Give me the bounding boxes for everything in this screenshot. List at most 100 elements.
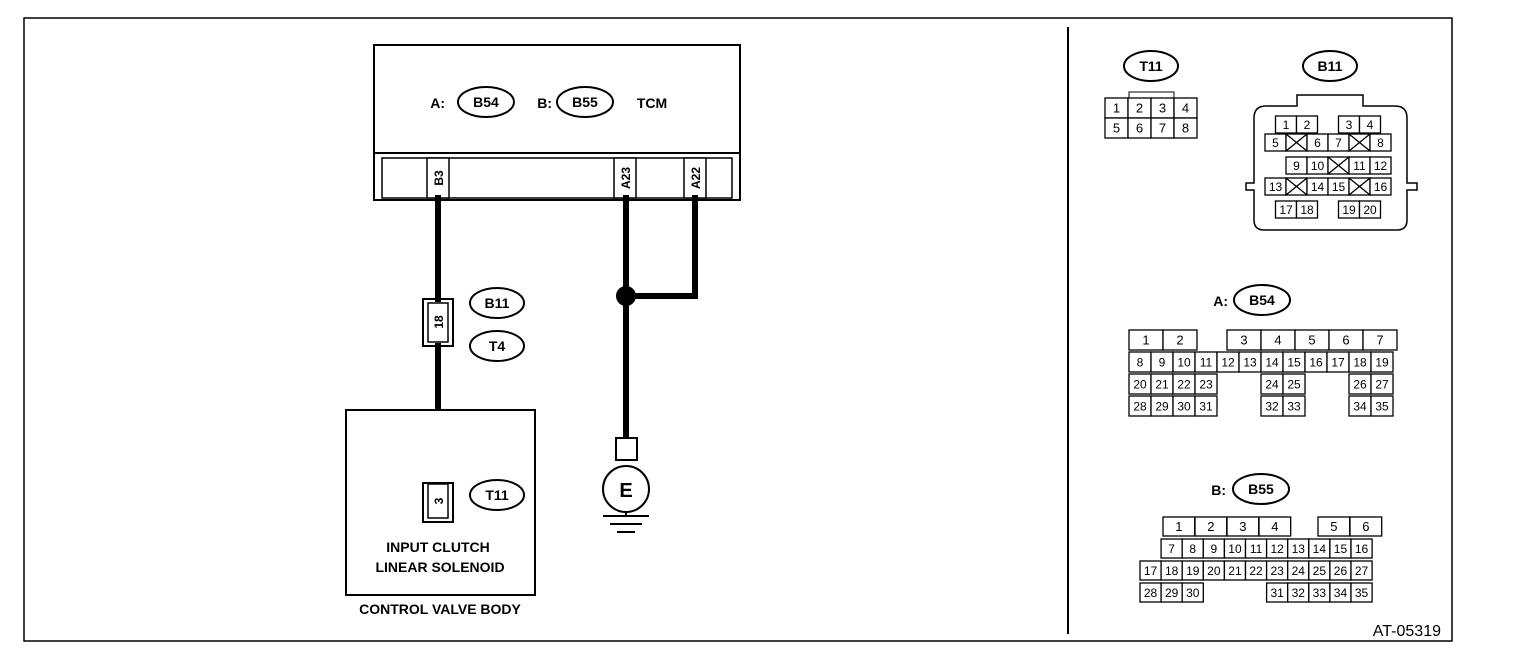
solenoid-pin-label: 3 [432, 497, 446, 504]
figure-id: AT-05319 [1373, 623, 1441, 640]
tcm-pin-a23-label: A23 [619, 167, 633, 189]
solenoid-label-line2: LINEAR SOLENOID [375, 559, 504, 575]
b55-pin-1-label: 1 [1175, 519, 1182, 534]
b55-pin-21-label: 21 [1228, 564, 1242, 578]
b11-pin-10-label: 10 [1311, 159, 1325, 173]
b54-title-label: B54 [1249, 292, 1275, 308]
b55-pin-8-label: 8 [1189, 542, 1196, 556]
tcm-label: TCM [637, 95, 667, 111]
b54-pin-20-label: 20 [1133, 377, 1147, 391]
b11-pin-20-cell [1358, 200, 1382, 219]
b55-pin-31-label: 31 [1270, 586, 1284, 600]
t11-pin-2-label: 2 [1136, 101, 1143, 116]
tcm-connector-b-oval [556, 86, 614, 118]
b55-pin-23-label: 23 [1270, 564, 1284, 578]
b11-pin-16-label: 16 [1374, 180, 1388, 194]
b11-title-oval [1302, 50, 1358, 82]
b55-pin-7-label: 7 [1168, 542, 1175, 556]
solenoid-connector-oval [469, 479, 525, 511]
b11-pin-4-cell [1358, 115, 1382, 134]
b11-pin-11-label: 11 [1353, 159, 1366, 173]
joint-connector: 18 B11 T4 [422, 287, 525, 362]
splice-node [616, 286, 636, 306]
b54-pin-7-label: 7 [1376, 333, 1383, 348]
b54-pin-35-cell [1370, 395, 1394, 417]
b54-pin-5-label: 5 [1308, 333, 1315, 348]
b54-pin-14-label: 14 [1265, 355, 1279, 369]
b11-pin-17-label: 17 [1279, 203, 1293, 217]
b54-pin-15-label: 15 [1287, 355, 1301, 369]
b54-pin-10-label: 10 [1177, 355, 1191, 369]
b55-pin-32-label: 32 [1292, 586, 1306, 600]
b55-pin-26-label: 26 [1334, 564, 1348, 578]
b54-prefix: A: [1213, 293, 1228, 309]
b11-pin-12-cell [1369, 156, 1392, 175]
b55-pin-30-cell [1181, 582, 1204, 603]
b55-pin-4-label: 4 [1271, 519, 1278, 534]
b54-pin-17-label: 17 [1331, 355, 1345, 369]
b11-title-label: B11 [1318, 58, 1343, 74]
b54-pin-35-label: 35 [1375, 399, 1389, 413]
b54-pin-30-label: 30 [1177, 399, 1191, 413]
b55-pin-19-label: 19 [1186, 564, 1200, 578]
solenoid-connector-label: T11 [485, 487, 509, 503]
b55-pin-34-label: 34 [1334, 586, 1348, 600]
b55-pin-33-label: 33 [1313, 586, 1327, 600]
joint-connector-2-label: T4 [489, 338, 506, 354]
b54-pin-33-cell [1282, 395, 1306, 417]
joint-pin-label: 18 [432, 315, 446, 329]
ground-symbol: E [602, 437, 650, 533]
b54-pin-22-label: 22 [1177, 377, 1191, 391]
b11-pin-8-cell [1369, 133, 1392, 152]
b54-pin-19-label: 19 [1375, 355, 1389, 369]
b55-pin-6-cell [1349, 516, 1383, 537]
t11-pin-6-label: 6 [1136, 121, 1143, 136]
t11-pin-8-cell [1173, 117, 1198, 139]
joint-connector-2-oval [469, 330, 525, 362]
b55-pin-24-label: 24 [1292, 564, 1306, 578]
b55-pin-13-label: 13 [1292, 542, 1306, 556]
b55-pin-29-label: 29 [1165, 586, 1179, 600]
b54-pin-34-label: 34 [1353, 399, 1367, 413]
b54-pin-26-label: 26 [1353, 377, 1367, 391]
b55-pin-30-label: 30 [1186, 586, 1200, 600]
b55-pin-12-label: 12 [1270, 542, 1284, 556]
ground-terminal [615, 437, 638, 461]
b11-pin-6-label: 6 [1314, 136, 1321, 150]
b54-pin-23-cell [1194, 373, 1218, 395]
b54-pin-23-label: 23 [1199, 377, 1213, 391]
b55-pin-5-label: 5 [1330, 519, 1337, 534]
b54-pin-18-label: 18 [1353, 355, 1367, 369]
b55-pin-18-label: 18 [1165, 564, 1179, 578]
b55-pin-25-label: 25 [1313, 564, 1327, 578]
tcm-pin-b3-label: B3 [432, 170, 446, 186]
b55-pin-16-label: 16 [1355, 542, 1369, 556]
b54-pin-25-label: 25 [1287, 377, 1301, 391]
t11-pin-7-label: 7 [1159, 121, 1166, 136]
b55-pin-14-label: 14 [1313, 542, 1327, 556]
b54-pin-2-cell [1162, 329, 1198, 351]
solenoid-bracket-outer [422, 482, 454, 523]
outer-frame [23, 17, 1453, 642]
b55-pin-15-label: 15 [1334, 542, 1348, 556]
b55-pin-10-label: 10 [1228, 542, 1242, 556]
b11-pin-2-cell [1295, 115, 1319, 134]
b55-pin-3-label: 3 [1239, 519, 1246, 534]
b55-pin-27-cell [1350, 560, 1373, 581]
b54-pin-4-label: 4 [1274, 333, 1281, 348]
b54-pin-25-cell [1282, 373, 1306, 395]
b54-title-oval [1233, 284, 1291, 316]
b55-pin-35-cell [1350, 582, 1373, 603]
b54-pin-32-label: 32 [1265, 399, 1279, 413]
b55-title-label: B55 [1248, 481, 1274, 497]
b54-pin-28-label: 28 [1133, 399, 1147, 413]
b54-pin-12-label: 12 [1221, 355, 1235, 369]
t11-pin-5-label: 5 [1113, 121, 1120, 136]
joint-bracket-outer [422, 298, 454, 347]
